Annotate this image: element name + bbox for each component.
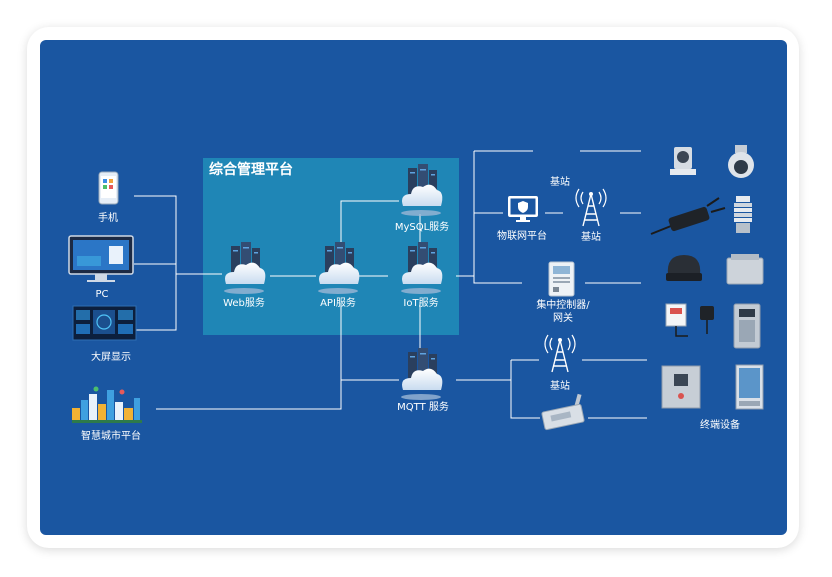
base-station-tower-icon [575,188,607,227]
mysql-service-label: MySQL服务 [395,220,449,233]
smartcity-label: 智慧城市平台 [81,429,141,442]
intercom-panel-icon [661,365,701,409]
bigscreen-label: 大屏显示 [91,350,131,363]
bigscreen-icon [72,305,137,341]
smart-meter-icon [665,303,714,337]
web-service-label: Web服务 [223,296,265,309]
wireless-gateway-icon [541,393,585,431]
smartcity-icon [72,386,142,423]
speed-dome-camera-icon [728,145,754,178]
base-station-lower-label: 基站 [550,379,570,392]
mqtt-server-cloud-icon [401,348,443,400]
connector-lines [134,150,647,419]
pc-label: PC [95,289,108,300]
phone-icon [98,171,119,205]
weather-sensor-icon [734,196,752,233]
junction-box-icon [726,254,764,285]
base-station-top-label: 基站 [550,175,570,188]
base-station-lower-tower-icon [544,334,576,373]
power-adapter-icon [650,197,726,235]
platform-title: 综合管理平台 [209,161,293,178]
radar-sensor-icon [666,255,702,281]
iot-platform-label: 物联网平台 [497,229,547,242]
terminal-devices-label: 终端设备 [700,418,740,431]
controller-label-line2: 网关 [553,311,573,324]
iot-platform-monitor-icon [508,196,538,222]
mqtt-service-label: MQTT 服务 [397,400,449,413]
iot-service-label: IoT服务 [403,296,438,309]
controller-label-line1: 集中控制器/ [536,298,590,311]
access-keypad-icon [733,303,761,349]
display-kiosk-icon [735,364,764,410]
pc-monitor-icon [68,235,134,282]
phone-label: 手机 [98,211,118,224]
gateway-controller-icon [548,261,575,297]
api-service-label: API服务 [320,296,356,309]
base-station-tower-label: 基站 [581,230,601,243]
dome-camera-icon [670,147,696,175]
